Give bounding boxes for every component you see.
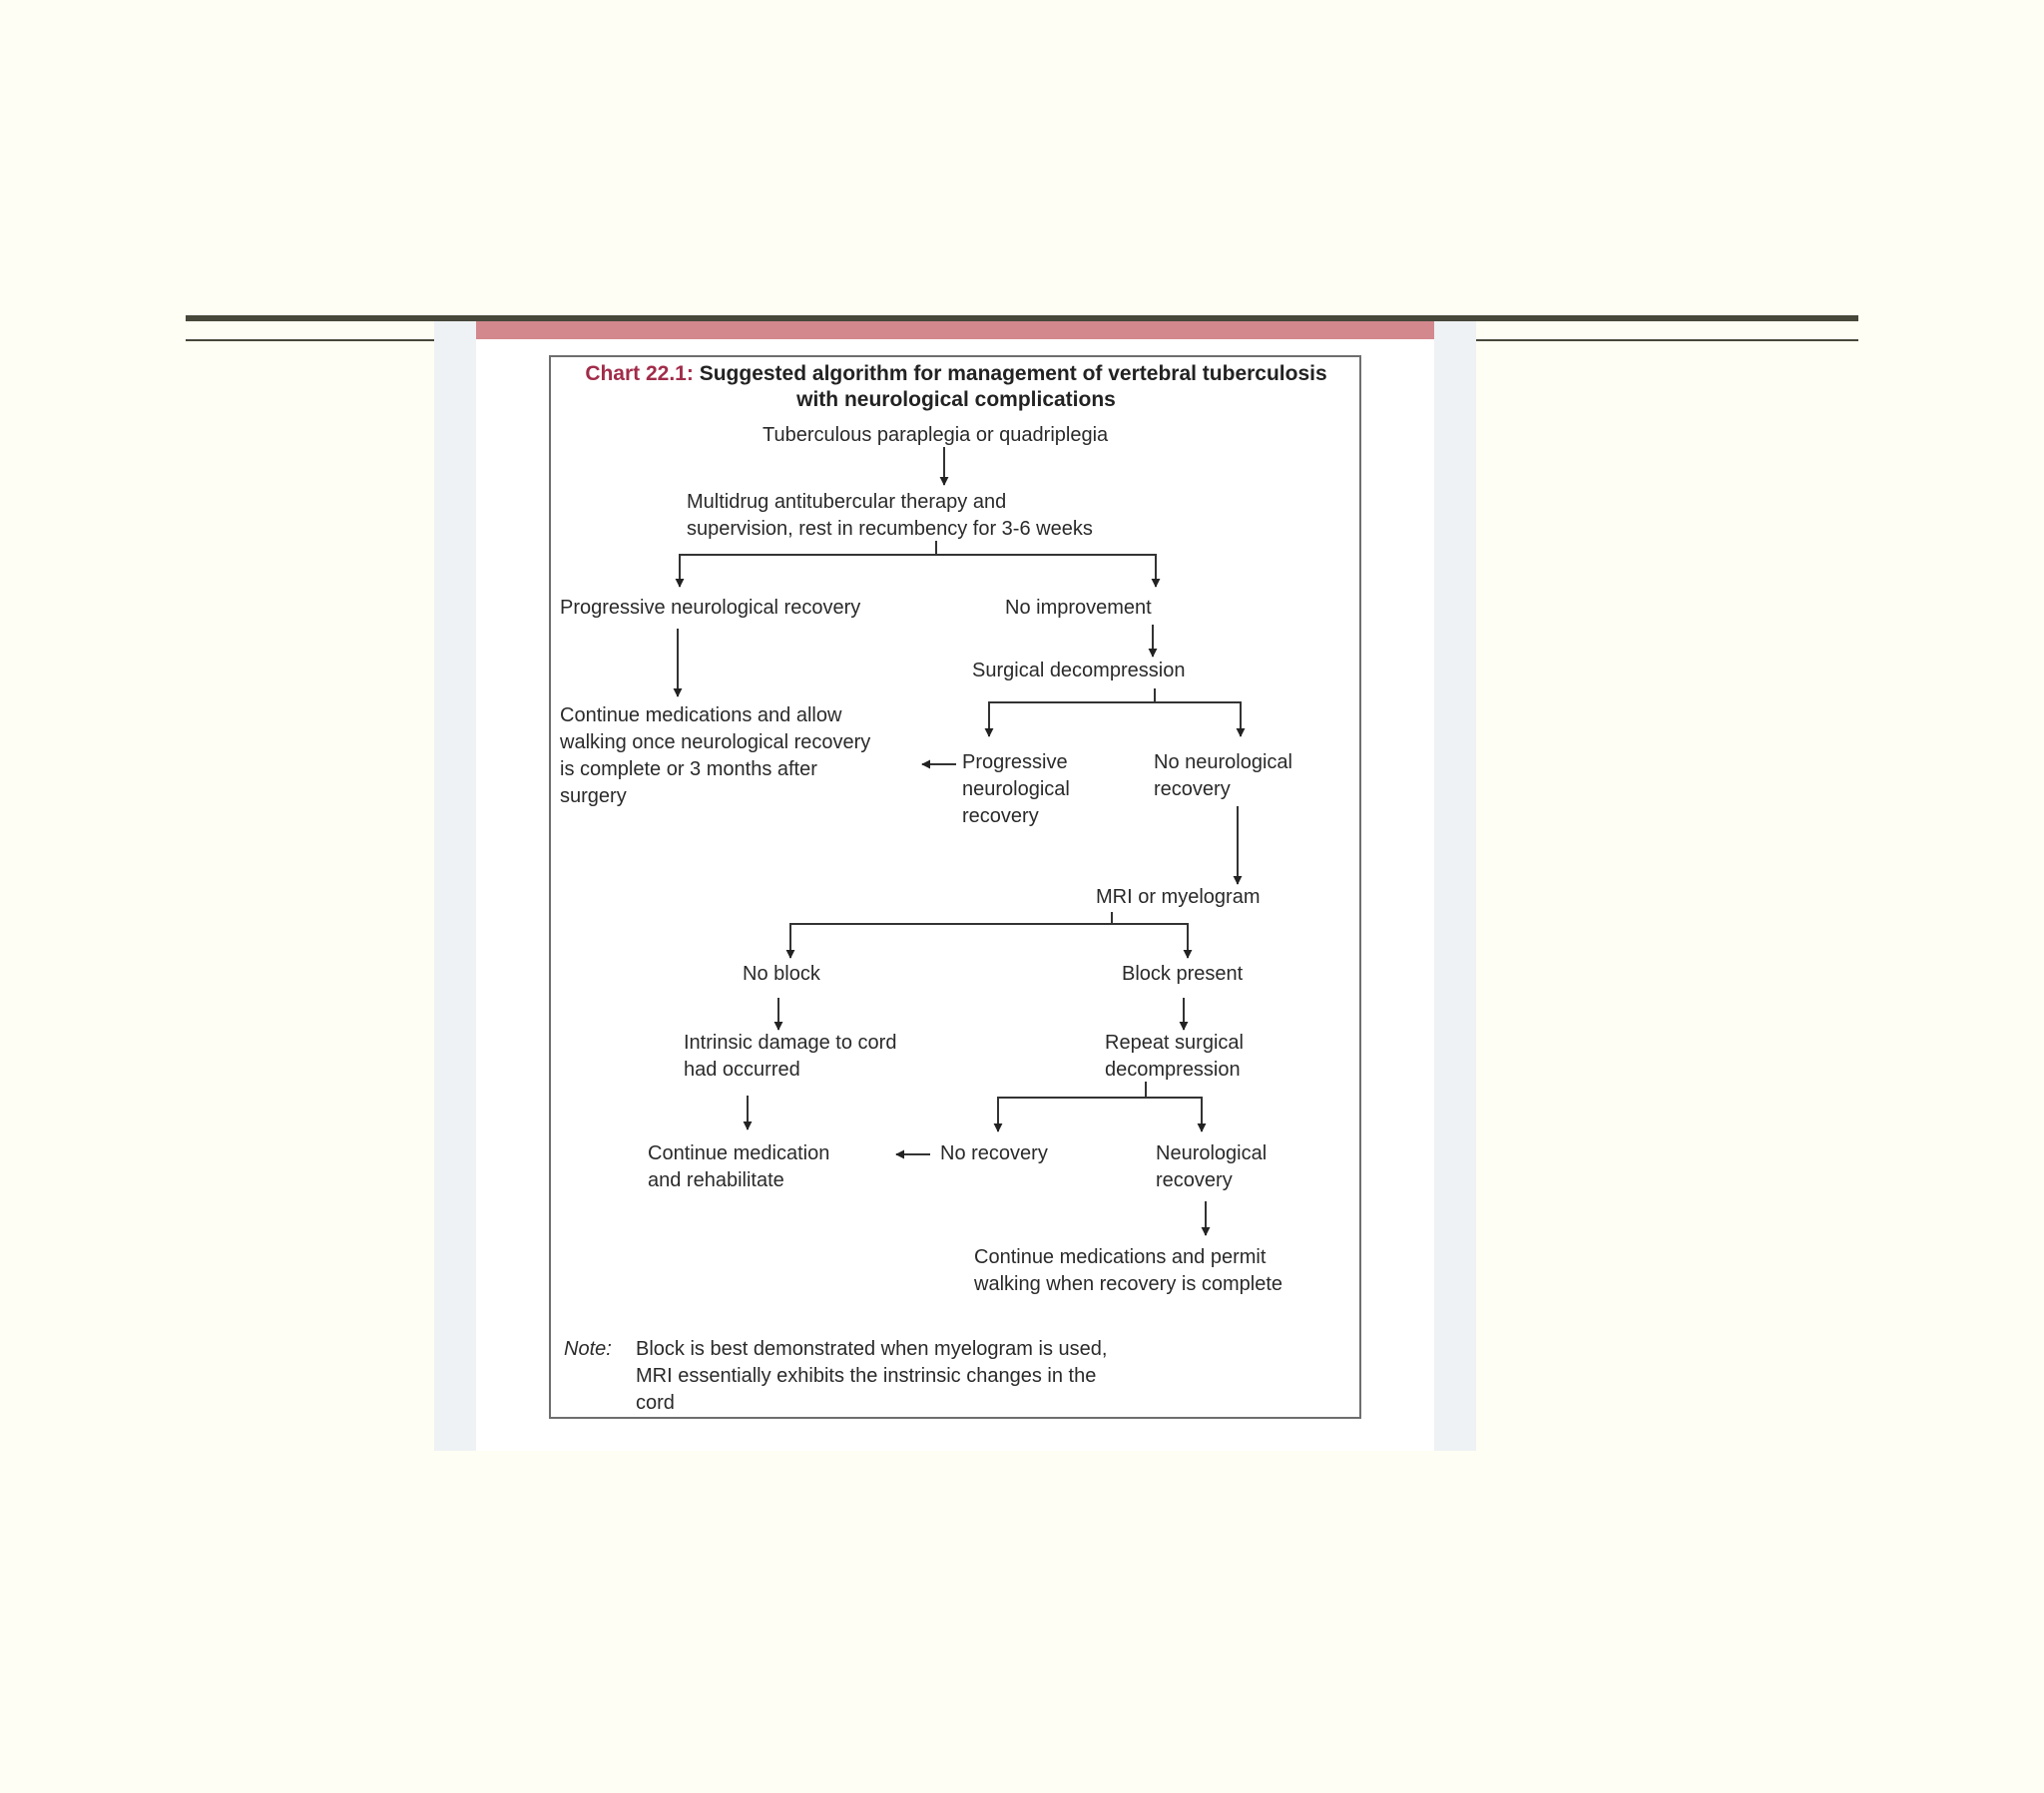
connector-repeat-split xyxy=(997,1097,1203,1129)
node-continue-walking: Continue medications and allow walking o… xyxy=(560,704,871,807)
node-therapy: Multidrug antitubercular therapy and sup… xyxy=(687,491,1093,540)
node-no-neurological-recovery: No neurological recovery xyxy=(1154,751,1292,800)
header-rule-thick xyxy=(186,315,1858,321)
node-surgical-decompression: Surgical decompression xyxy=(972,660,1186,681)
chart-title-text: Suggested algorithm for management of ve… xyxy=(699,362,1327,411)
node-block-present: Block present xyxy=(1122,963,1244,985)
connector-surgery-split xyxy=(988,701,1242,734)
chart-frame xyxy=(549,355,1361,1419)
note-label: Note: xyxy=(564,1338,612,1360)
node-continue-rehabilitate: Continue medication and rehabilitate xyxy=(648,1142,830,1191)
connector-therapy-split xyxy=(679,554,1157,587)
node-mri-myelogram: MRI or myelogram xyxy=(1096,886,1261,908)
chart-title: Chart 22.1: Suggested algorithm for mana… xyxy=(564,361,1348,413)
node-start: Tuberculous paraplegia or quadriplegia xyxy=(763,424,1109,446)
connector-mri-split xyxy=(789,923,1189,956)
node-neurological-recovery: Neurological recovery xyxy=(1156,1142,1268,1191)
node-progressive-recovery-2: Progressive neurological recovery xyxy=(962,751,1070,827)
page-accent-bar xyxy=(476,321,1434,339)
node-no-improvement: No improvement xyxy=(1005,597,1152,619)
node-continue-permit-walking: Continue medications and permit walking … xyxy=(974,1246,1283,1295)
node-no-block: No block xyxy=(743,963,820,985)
node-repeat-surgical-decompression: Repeat surgical decompression xyxy=(1105,1032,1244,1081)
node-no-recovery: No recovery xyxy=(940,1142,1048,1164)
node-progressive-recovery: Progressive neurological recovery xyxy=(560,597,861,619)
note-text: Block is best demonstrated when myelogra… xyxy=(636,1338,1108,1414)
chart-number: Chart 22.1: xyxy=(585,362,694,385)
node-intrinsic-damage: Intrinsic damage to cord had occurred xyxy=(684,1032,897,1081)
